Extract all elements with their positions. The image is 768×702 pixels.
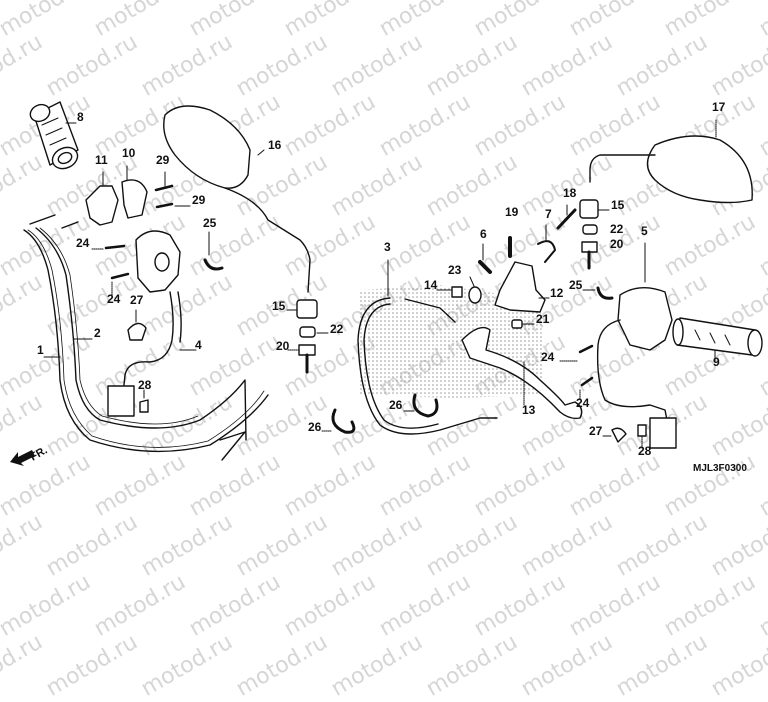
watermark-text: motod.ru [232,629,332,702]
diagram-drawing [10,101,763,466]
callout-8: 8 [77,110,84,124]
watermark-text: motod.ru [375,569,475,642]
left-mirror-icon [163,105,251,189]
clutch-lever-icon [461,326,583,420]
right-mirror-icon [646,135,753,204]
watermark-text: motod.ru [42,629,142,702]
watermark-text: motod.ru [755,569,768,642]
callout-5: 5 [641,224,648,238]
watermark-text: motod.ru [470,569,570,642]
front-direction-arrow-icon [10,450,35,466]
callout-12: 12 [550,286,564,300]
watermark-text: motod.ru [185,569,285,642]
callout-23: 23 [448,263,462,277]
watermark-text: motod.ru [280,569,380,642]
callout-20: 20 [276,339,290,353]
watermark-text: motod.ru [422,629,522,702]
watermark-text: motod.ru [565,569,665,642]
watermark-text: motod.ru [90,569,190,642]
callout-2: 2 [94,326,101,340]
callout-24: 24 [576,396,590,410]
watermark-text: motod.ru [0,569,95,642]
left-switch-housing-icon [135,230,181,293]
callout-14: 14 [424,278,438,292]
callout-1: 1 [37,343,44,357]
callout-3: 3 [384,240,391,254]
clutch-lever-bracket-icon [494,261,546,313]
callout-18: 18 [563,186,577,200]
watermark-text: motod.ru [137,629,237,702]
callout-28: 28 [638,444,652,458]
callout-22: 22 [330,322,344,336]
callout-7: 7 [545,207,552,221]
callout-24: 24 [107,292,121,306]
watermark-text: motod.ru [0,629,47,702]
callout-10: 10 [122,146,136,160]
callout-27: 27 [589,424,603,438]
callout-9: 9 [713,355,720,369]
callout-20: 20 [610,237,624,251]
callout-15: 15 [611,198,625,212]
watermark-text: motod.ru [707,629,768,702]
callout-24: 24 [76,236,90,250]
callout-16: 16 [268,138,282,152]
throttle-holder-lower-icon [85,185,119,226]
watermark-text: motod.ru [327,629,427,702]
callout-19: 19 [505,205,519,219]
callout-25: 25 [203,216,217,230]
callout-6: 6 [480,227,487,241]
callout-27: 27 [130,293,144,307]
throttle-cable-b-icon [35,227,247,441]
callout-24: 24 [541,350,555,364]
callout-15: 15 [272,299,286,313]
callout-26: 26 [308,420,322,434]
throttle-holder-upper-icon [121,179,148,219]
callout-4: 4 [195,338,202,352]
left-grip-icon [29,101,79,170]
right-grip-icon [672,317,763,357]
callout-17: 17 [712,100,726,114]
hatch-area [360,285,545,398]
callout-28: 28 [138,378,152,392]
callout-25: 25 [569,278,583,292]
watermark-text: motod.ru [660,569,760,642]
figure-code: MJL3F0300 [693,463,747,474]
callout-11: 11 [95,153,108,167]
watermark-text: motod.ru [612,629,712,702]
callout-29: 29 [156,153,170,167]
callout-13: 13 [522,403,536,417]
throttle-cable-a-icon [23,229,269,453]
callout-22: 22 [610,222,624,236]
right-switch-housing-icon [617,287,673,351]
callout-26: 26 [389,398,403,412]
clutch-cable-icon [357,297,498,435]
watermark-text: motod.ru [517,629,617,702]
callout-21: 21 [536,312,550,326]
callout-29: 29 [192,193,206,207]
